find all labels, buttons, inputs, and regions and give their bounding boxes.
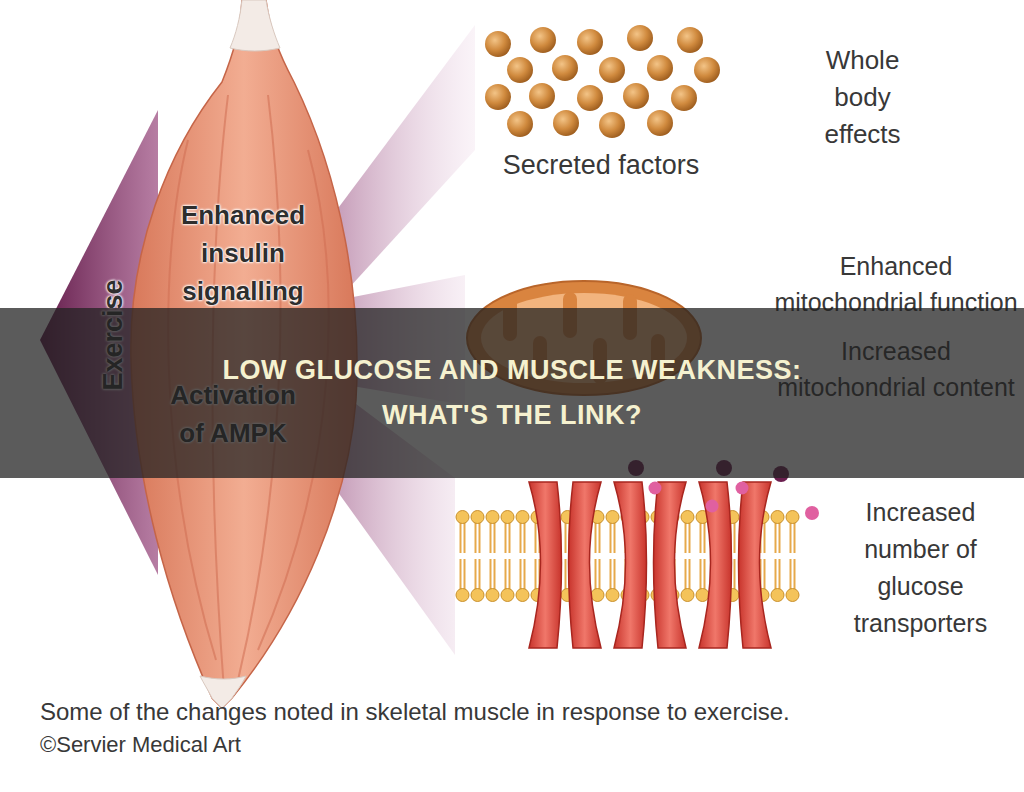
glucose-transporters <box>529 482 771 648</box>
banner-title: LOW GLUCOSE AND MUSCLE WEAKNESS: WHAT'S … <box>202 348 822 438</box>
muscle-effect-text: Enhanced insulin signalling <box>158 196 328 310</box>
effect-label: Whole body effects <box>800 42 925 153</box>
copyright-note: ©Servier Medical Art <box>40 732 540 758</box>
effect-label: Increased number of glucose transporters <box>838 494 1003 642</box>
figure-caption: Some of the changes noted in skeletal mu… <box>40 698 1000 726</box>
secreted-factors-label: Secreted factors <box>456 148 746 182</box>
title-banner: LOW GLUCOSE AND MUSCLE WEAKNESS: WHAT'S … <box>0 308 1024 478</box>
secreted-factor-spheres <box>485 25 720 138</box>
